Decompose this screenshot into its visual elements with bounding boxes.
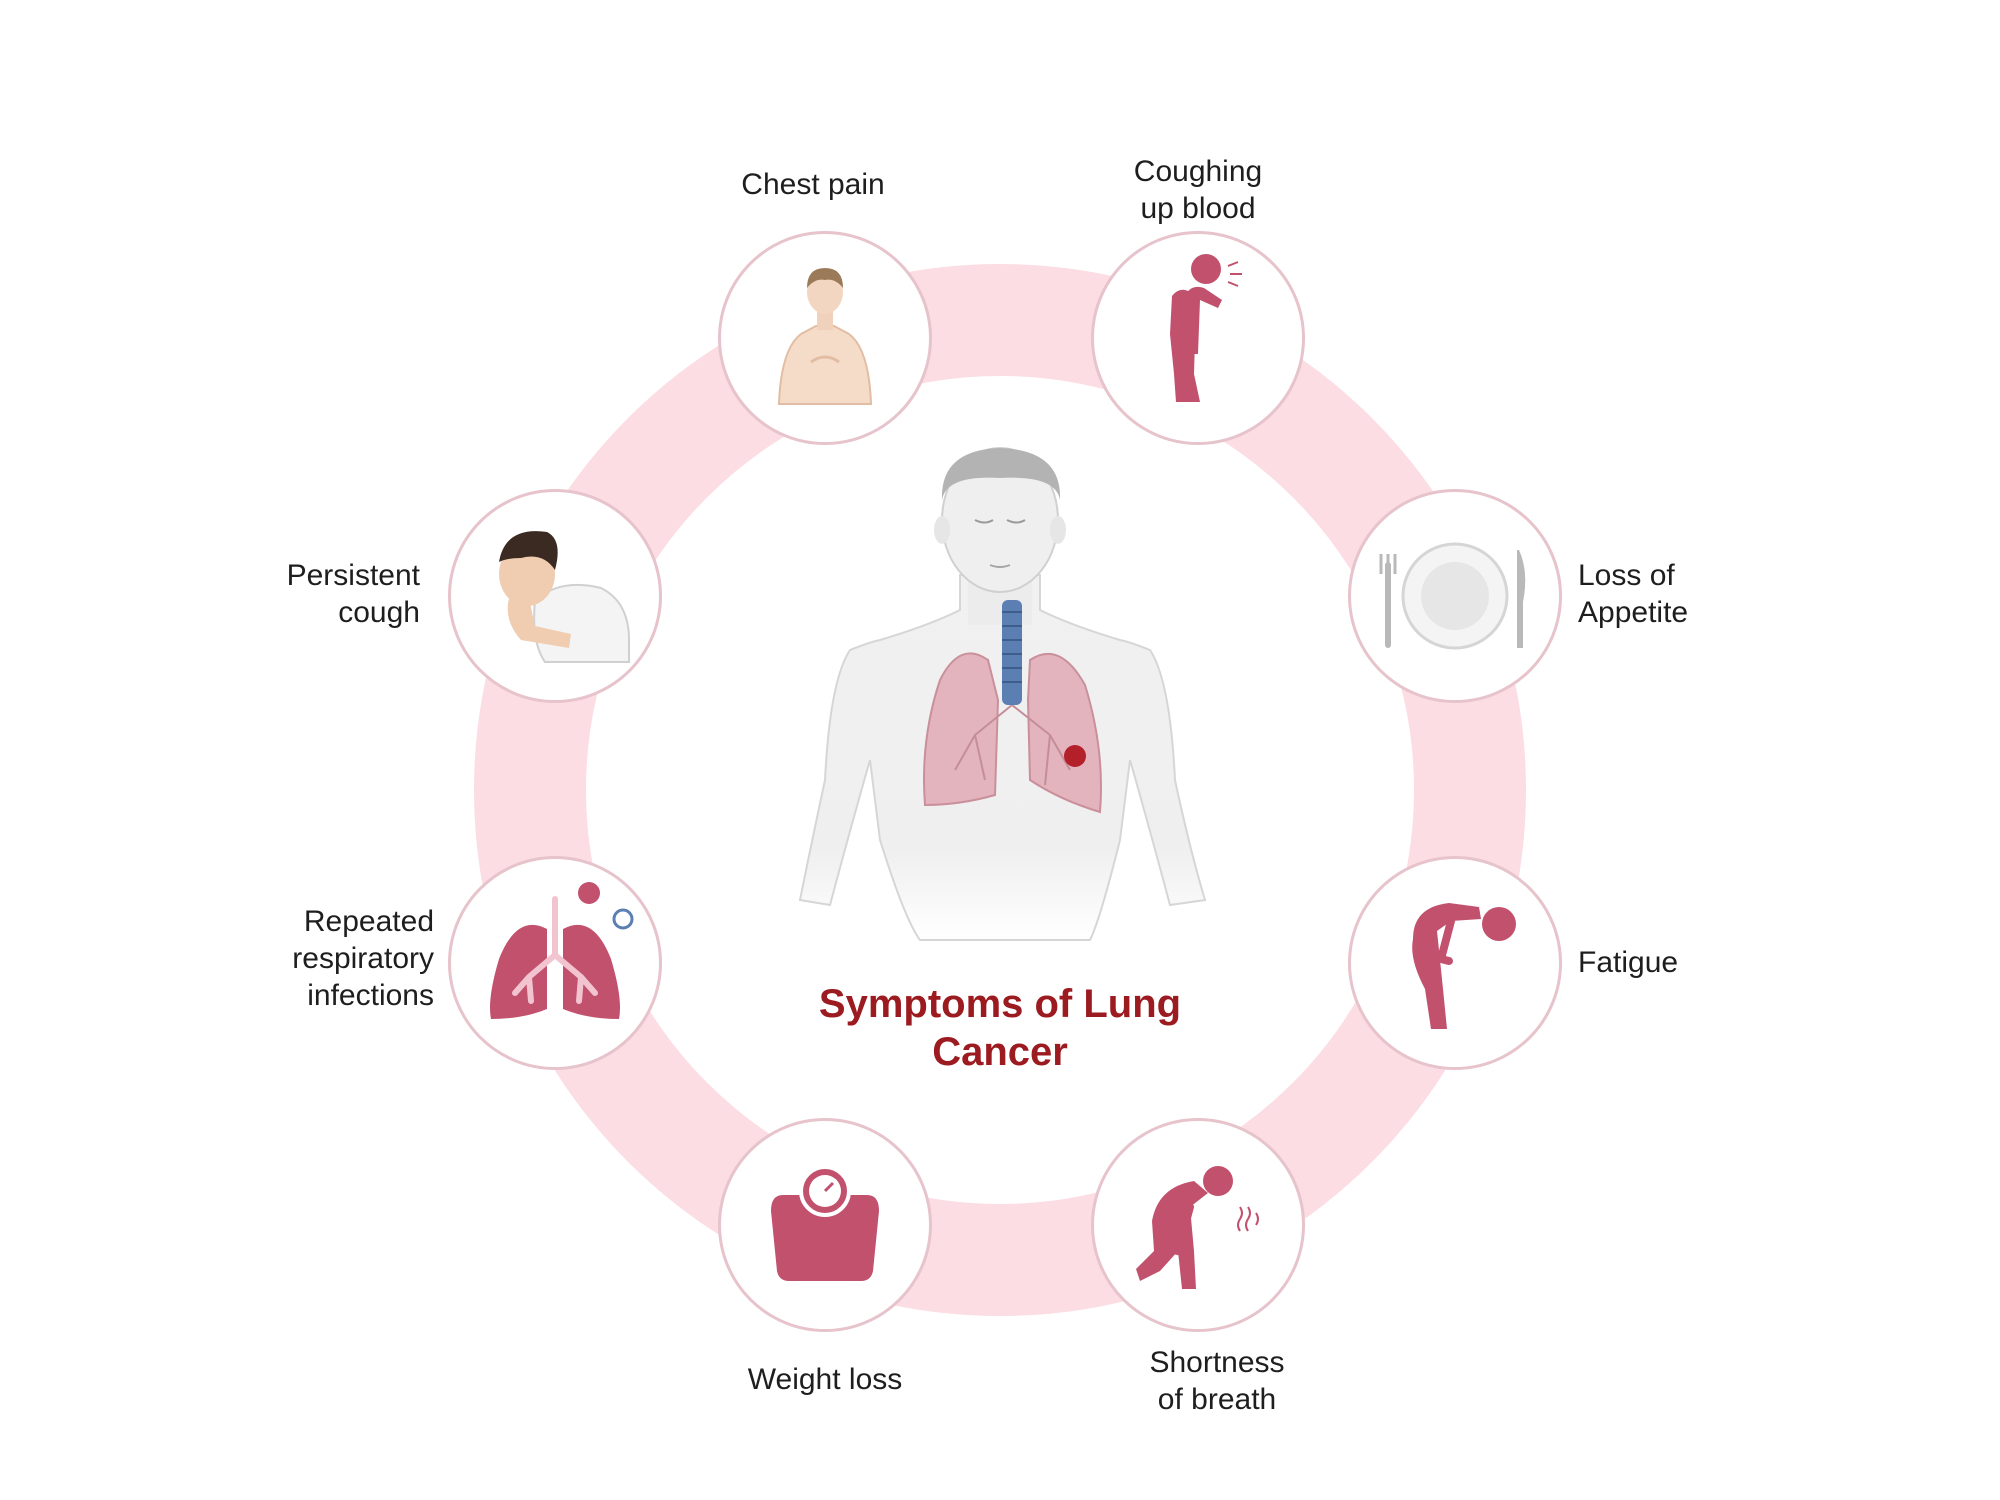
node-coughing-up-blood [1091, 231, 1305, 445]
node-loss-of-appetite [1348, 489, 1562, 703]
node-chest-pain [718, 231, 932, 445]
fatigue-icon [1412, 903, 1516, 1029]
label-chest-pain: Chest pain [741, 168, 885, 201]
chest-pain-icon [777, 268, 873, 405]
label-weight-loss: Weight loss [747, 1363, 903, 1396]
infected-lungs-icon [490, 882, 634, 1019]
scale-icon [771, 1165, 879, 1281]
coughing-blood-icon [1170, 254, 1242, 402]
node-weight-loss [718, 1118, 932, 1332]
label-fatigue: Fatigue [1578, 946, 1679, 979]
empty-plate-icon [1379, 542, 1526, 650]
node-repeated-respiratory-infections [448, 856, 662, 1070]
diagram-title: Symptoms of Lung Cancer [818, 982, 1182, 1074]
shortness-of-breath-icon [1136, 1166, 1259, 1289]
node-persistent-cough [448, 489, 662, 703]
node-fatigue [1348, 856, 1562, 1070]
persistent-cough-icon [499, 531, 630, 663]
node-shortness-of-breath [1091, 1118, 1305, 1332]
